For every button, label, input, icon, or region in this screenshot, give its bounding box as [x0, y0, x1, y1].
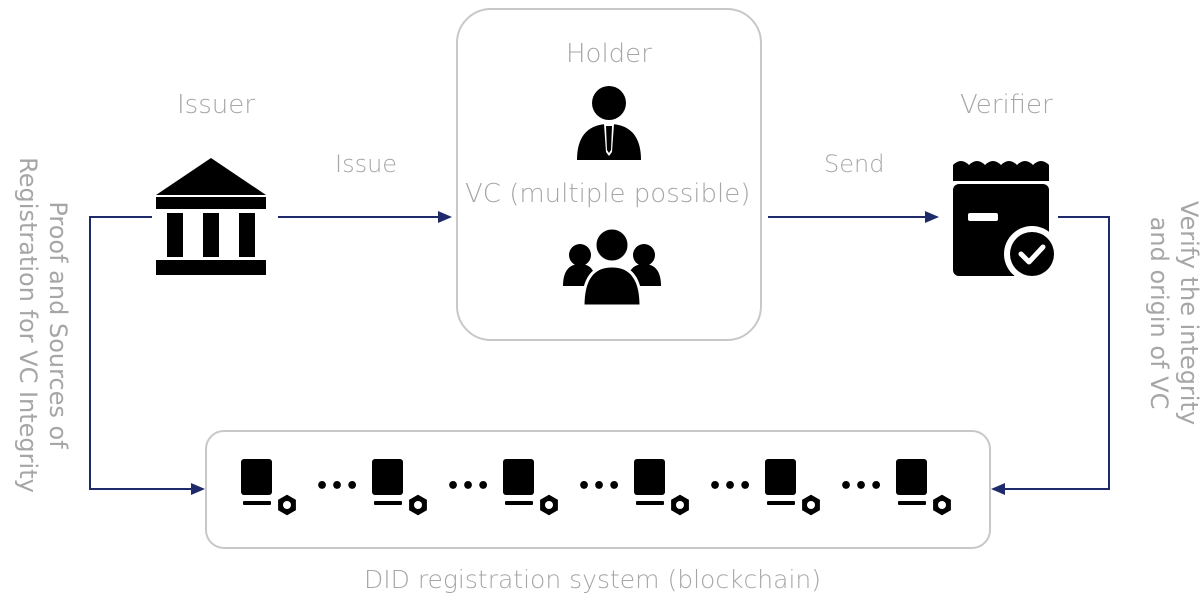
registration-note-line1: Proof and Sources of: [44, 201, 72, 449]
blockchain-node-icon: [634, 459, 692, 519]
blockchain-node-icon: [765, 459, 823, 519]
verify-note-line2: and origin of VC: [1145, 216, 1173, 410]
holder-box: [456, 8, 762, 341]
blockchain-node-icon: [503, 459, 561, 519]
vc-label: VC (multiple possible): [465, 179, 751, 209]
blockchain-node-icon: [241, 459, 299, 519]
send-label: Send: [824, 150, 885, 178]
verifier-title: Verifier: [960, 90, 1053, 120]
verify-note: Verify the integrity and origin of VC: [1144, 148, 1204, 478]
chain-separator: •••: [839, 474, 885, 499]
chain-separator: •••: [708, 474, 754, 499]
verify-note-line1: Verify the integrity: [1175, 200, 1203, 426]
blockchain-node-icon: [896, 459, 954, 519]
chain-separator: •••: [577, 474, 623, 499]
businessman-icon: [577, 86, 641, 160]
blockchain-node-icon: [372, 459, 430, 519]
verified-document-icon: [953, 161, 1060, 282]
issue-label: Issue: [335, 150, 398, 178]
registration-note: Proof and Sources of Registration for VC…: [13, 155, 73, 495]
group-icon: [563, 226, 661, 308]
chain-separator: •••: [315, 474, 361, 499]
verify-arrow: [991, 216, 1110, 495]
registration-arrow: [89, 216, 205, 495]
issuer-title: Issuer: [177, 90, 255, 120]
blockchain-caption: DID registration system (blockchain): [364, 565, 822, 594]
holder-title: Holder: [566, 39, 652, 69]
registration-note-line2: Registration for VC Integrity: [14, 157, 42, 493]
bank-icon: [156, 158, 266, 275]
chain-separator: •••: [446, 474, 492, 499]
